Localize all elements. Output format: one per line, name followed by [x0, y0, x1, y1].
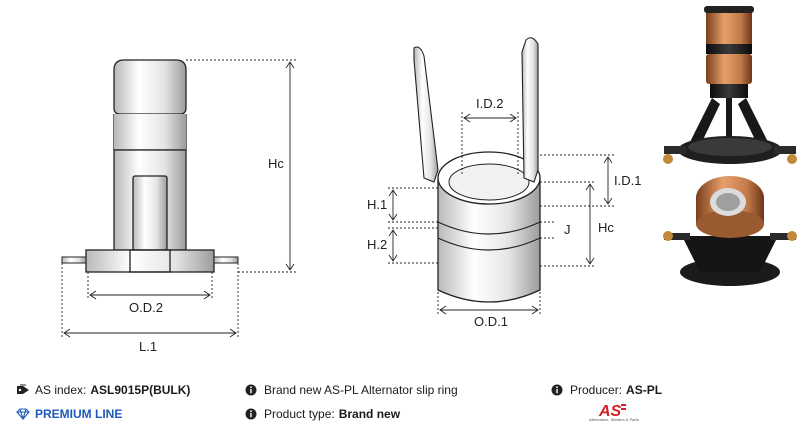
dim-label-h1: H.1 — [367, 197, 387, 212]
premium-line-label: PREMIUM LINE — [35, 407, 123, 421]
as-index-row: AS index: ASL9015P(BULK) — [16, 383, 190, 397]
as-index-label: AS index: — [35, 383, 87, 397]
description-row: Brand new AS-PL Alternator slip ring — [245, 383, 458, 397]
dim-label-h2: H.2 — [367, 237, 387, 252]
side-view-dimensions — [61, 59, 296, 338]
info-icon — [245, 408, 257, 420]
product-type-row: Product type: Brand new — [245, 407, 400, 421]
as-logo-mark: AS — [598, 403, 626, 420]
dim-label-od1: O.D.1 — [474, 314, 508, 329]
dim-label-hc-left: Hc — [268, 156, 284, 171]
description-text: Brand new AS-PL Alternator slip ring — [264, 383, 458, 397]
logo-letters: AS — [598, 403, 622, 418]
side-view-drawing — [61, 59, 239, 273]
as-index-value: ASL9015P(BULK) — [90, 383, 191, 397]
dim-label-l1: L.1 — [139, 339, 157, 354]
info-icon — [245, 384, 257, 396]
dim-label-j: J — [564, 222, 571, 237]
product-photo-top — [663, 6, 797, 164]
perspective-dimensions — [388, 112, 614, 316]
diamond-icon — [16, 408, 30, 420]
dim-label-od2: O.D.2 — [129, 300, 163, 315]
dim-label-id2: I.D.2 — [476, 96, 503, 111]
tag-icon — [17, 384, 29, 394]
product-type-value: Brand new — [338, 407, 401, 421]
producer-label: Producer: — [570, 383, 623, 397]
info-icon — [551, 384, 563, 396]
product-photo-bottom — [663, 176, 797, 286]
producer-row: Producer: AS-PL — [551, 383, 662, 397]
premium-line-badge: PREMIUM LINE — [16, 407, 122, 421]
logo-tagline: Alternators, Starters & Parts — [589, 417, 639, 422]
as-pl-logo: AS Alternators, Starters & Parts — [589, 402, 651, 426]
perspective-drawing — [413, 37, 541, 303]
product-type-label: Product type: — [264, 407, 335, 421]
dim-label-id1: I.D.1 — [614, 173, 641, 188]
dim-label-hc-right: Hc — [598, 220, 614, 235]
producer-value: AS-PL — [626, 383, 663, 397]
